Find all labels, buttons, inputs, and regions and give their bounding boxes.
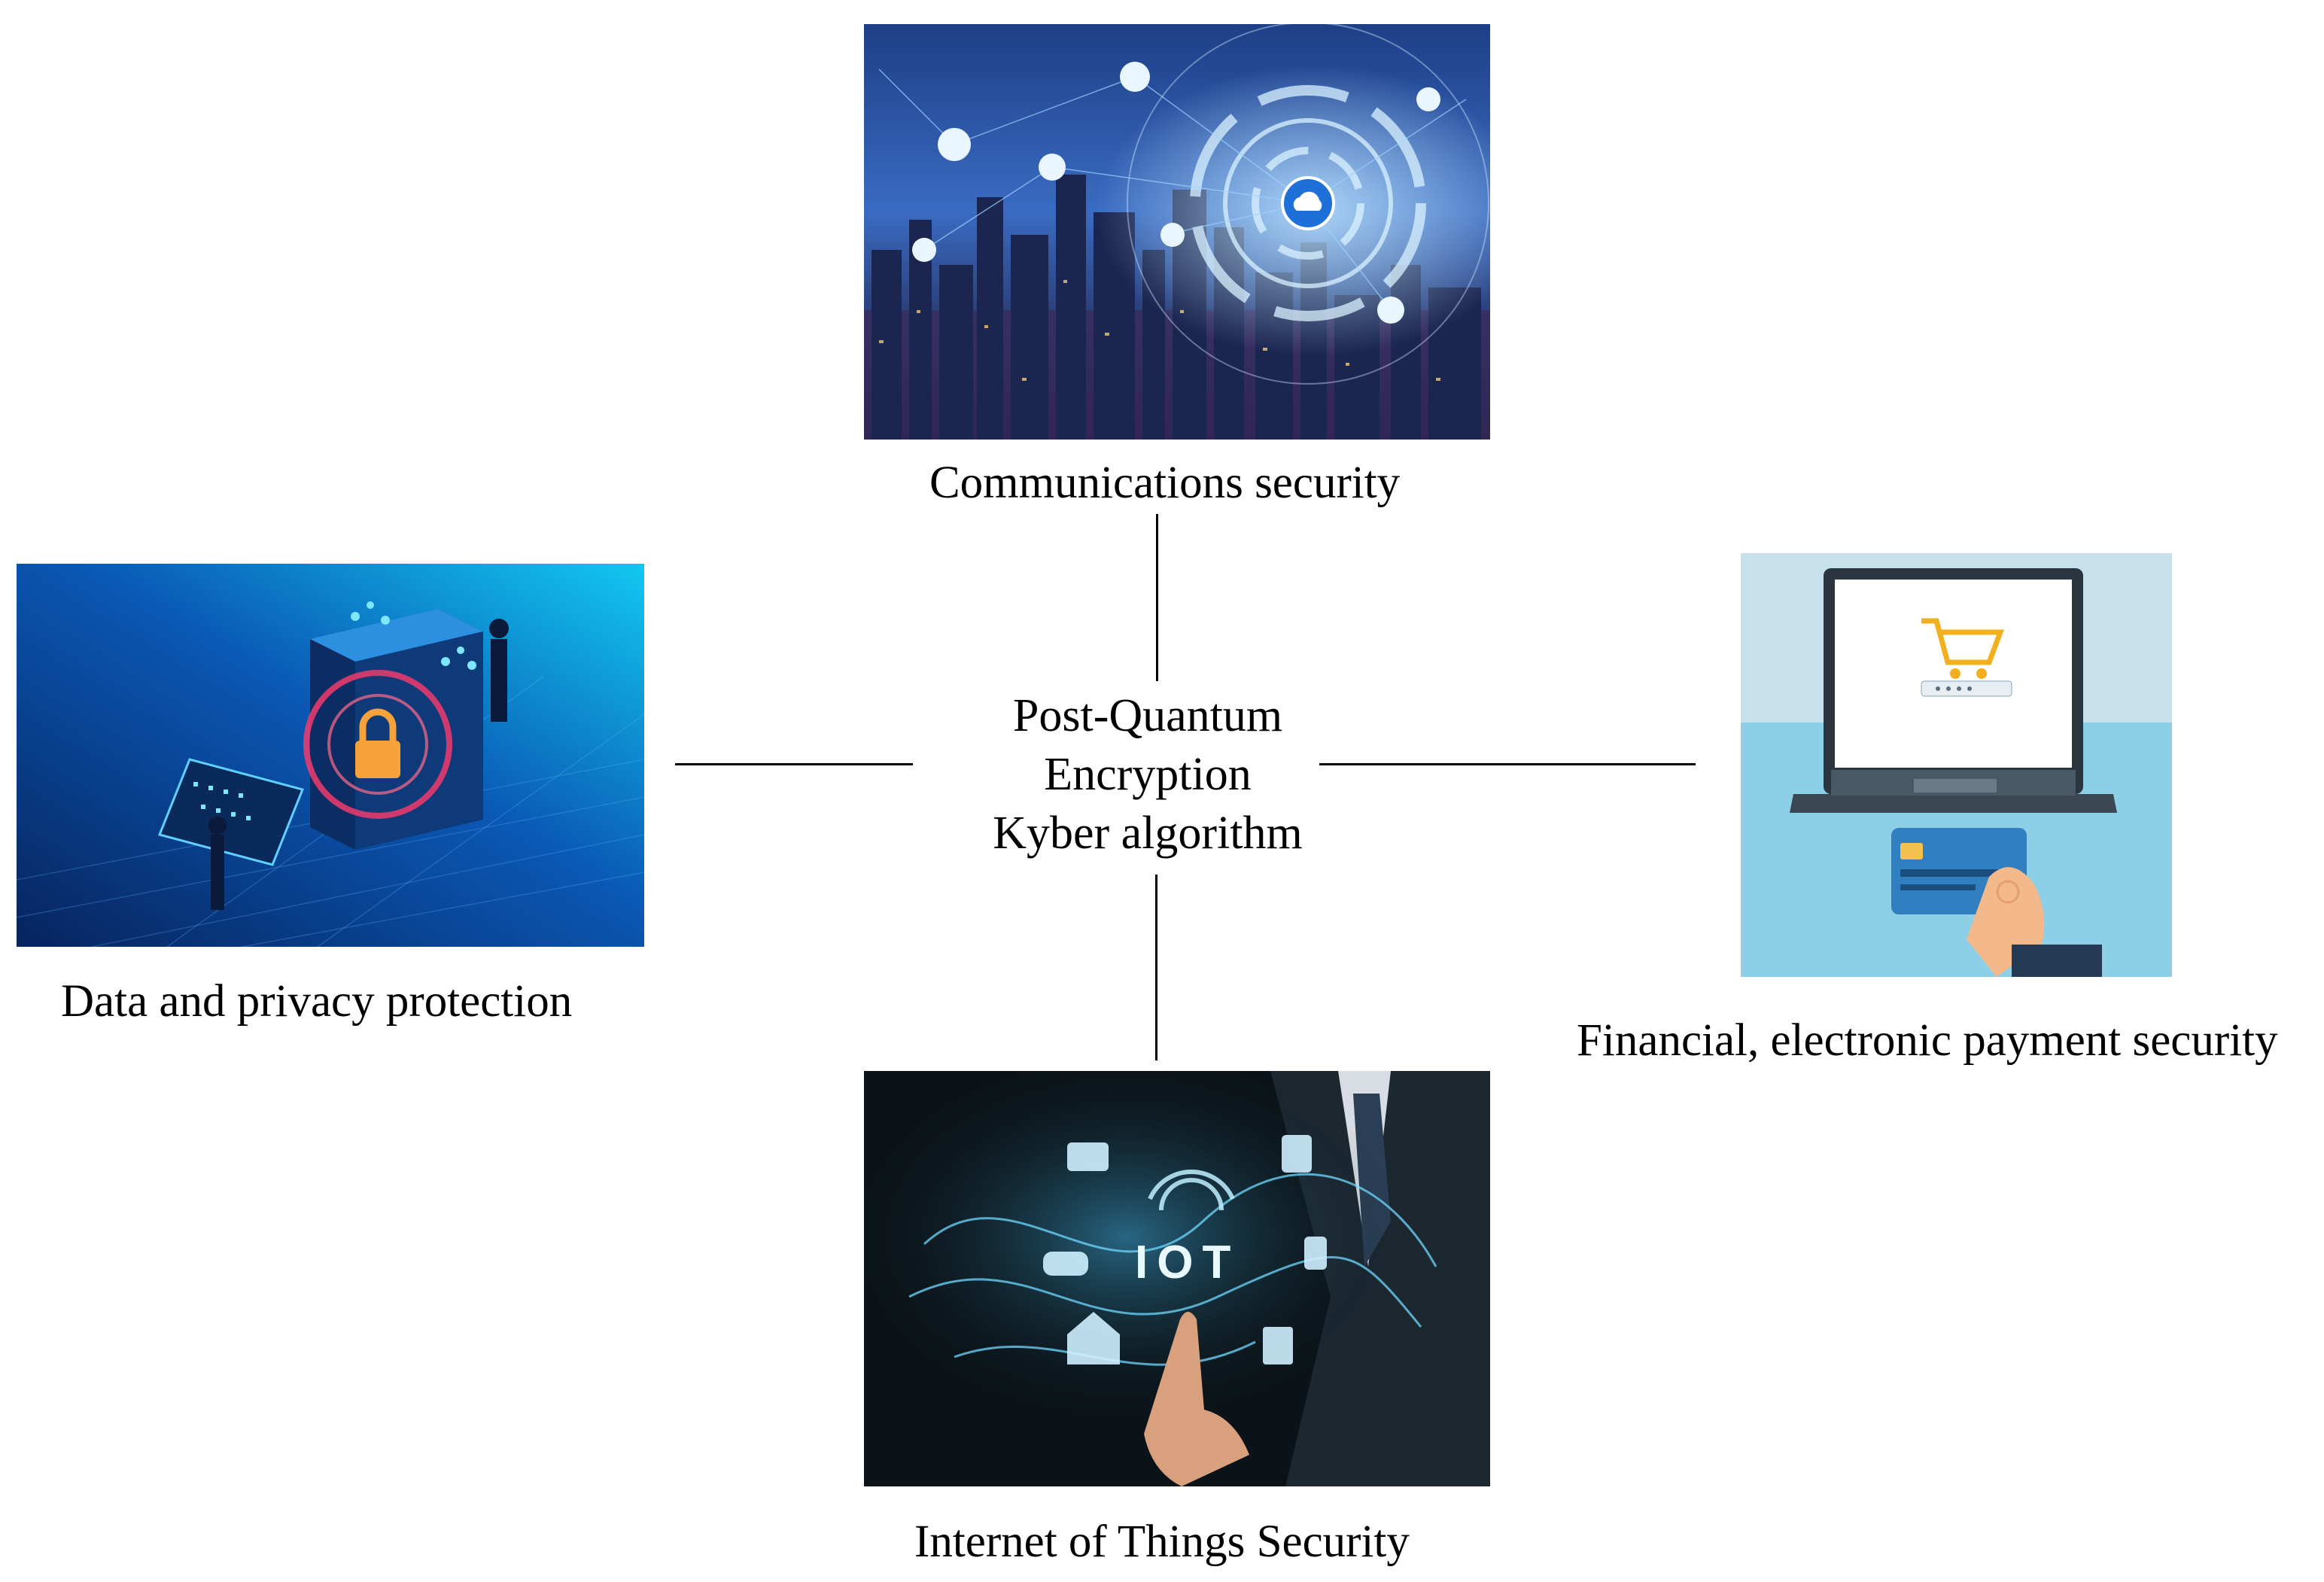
center-line-3: Kyber algorithm — [993, 808, 1303, 859]
center-line-1: Post-Quantum — [1012, 690, 1283, 741]
smart-city-network-icon — [864, 24, 1490, 440]
data-privacy-caption: Data and privacy protection — [61, 976, 573, 1027]
payment-image — [1741, 553, 2172, 977]
connector-right — [1319, 763, 1696, 765]
connector-top — [1156, 514, 1158, 681]
center-line-2: Encryption — [1044, 749, 1252, 800]
connector-left — [675, 763, 913, 765]
laptop-payment-icon — [1741, 553, 2172, 977]
data-lock-icon — [17, 564, 644, 947]
iot-caption: Internet of Things Security — [914, 1517, 1410, 1567]
connector-bottom — [1155, 875, 1157, 1060]
communications-image — [864, 24, 1490, 440]
iot-image: IOT — [864, 1071, 1490, 1486]
iot-hand-icon: IOT — [864, 1071, 1490, 1486]
data-privacy-image — [17, 564, 644, 947]
iot-label: IOT — [1135, 1237, 1240, 1288]
payment-caption: Financial, electronic payment security — [1577, 1015, 2278, 1066]
communications-caption: Communications security — [929, 458, 1401, 508]
center-label: Post-Quantum Encryption Kyber algorithm — [914, 686, 1381, 862]
